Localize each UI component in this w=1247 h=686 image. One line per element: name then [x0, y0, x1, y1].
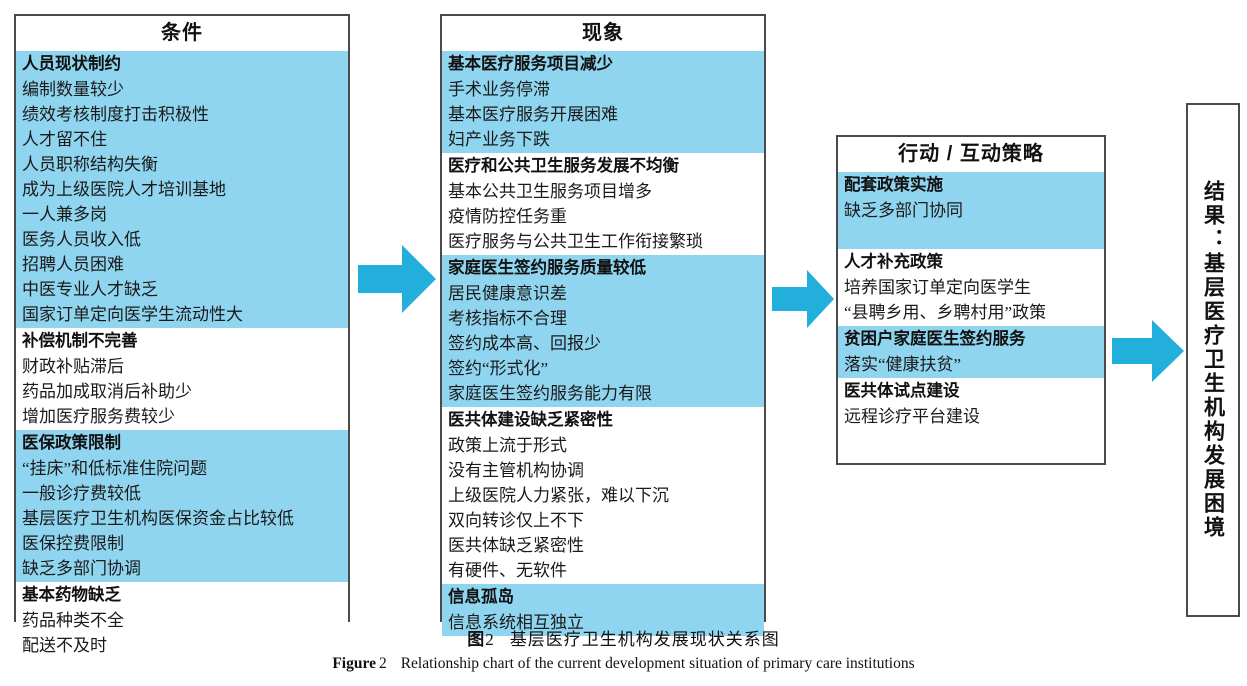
- group-item: 签约“形式化”: [448, 359, 549, 378]
- group-information-island: 信息孤岛 信息系统相互独立: [442, 584, 764, 636]
- group-heading: 医保政策限制: [22, 434, 121, 452]
- group-compensation-mechanism: 补偿机制不完善 财政补贴滞后 药品加成取消后补助少 增加医疗服务费较少: [16, 328, 348, 430]
- group-item: 人员职称结构失衡: [22, 155, 158, 174]
- group-item: 医务人员收入低: [22, 230, 141, 249]
- group-item: 绩效考核制度打击积极性: [22, 105, 209, 124]
- arrow-actions-to-result: [1112, 318, 1184, 384]
- group-item: 招聘人员困难: [22, 255, 124, 274]
- group-talent-supplement-policy: 人才补充政策 培养国家订单定向医学生 “县聘乡用、乡聘村用”政策: [838, 249, 1104, 326]
- group-heading: 医共体试点建设: [844, 382, 960, 400]
- group-heading: 医共体建设缺乏紧密性: [448, 411, 613, 429]
- group-item: 落实“健康扶贫”: [844, 355, 962, 374]
- group-item: 信息系统相互独立: [448, 613, 584, 632]
- group-item: 增加医疗服务费较少: [22, 407, 175, 426]
- group-heading: 贫困户家庭医生签约服务: [844, 330, 1026, 348]
- group-item: 双向转诊仅上不下: [448, 511, 584, 530]
- group-heading: 基本医疗服务项目减少: [448, 55, 613, 73]
- group-item: 成为上级医院人才培训基地: [22, 180, 226, 199]
- group-medical-consortium-lacks-cohesion: 医共体建设缺乏紧密性 政策上流于形式 没有主管机构协调 上级医院人力紧张，难以下…: [442, 407, 764, 584]
- group-heading: 配套政策实施: [844, 176, 943, 194]
- group-item: 家庭医生签约服务能力有限: [448, 384, 652, 403]
- column-title-actions: 行动 / 互动策略: [898, 143, 1044, 165]
- group-item: 上级医院人力紧张，难以下沉: [448, 486, 669, 505]
- group-supporting-policy-implementation: 配套政策实施 缺乏多部门协同: [838, 172, 1104, 249]
- group-item: 一人兼多岗: [22, 205, 107, 224]
- group-item: 财政补贴滞后: [22, 357, 124, 376]
- group-item: 编制数量较少: [22, 80, 124, 99]
- group-item: 医共体缺乏紧密性: [448, 536, 584, 555]
- caption-cn-text: 基层医疗卫生机构发展现状关系图: [509, 630, 780, 649]
- group-item: 没有主管机构协调: [448, 461, 584, 480]
- group-item: 疫情防控任务重: [448, 207, 567, 226]
- caption-cn-number: 2: [485, 630, 494, 649]
- group-item: 医疗服务与公共卫生工作衔接繁琐: [448, 232, 703, 251]
- group-item: “挂床”和低标准住院问题: [22, 459, 208, 478]
- group-family-doctor-service-quality: 家庭医生签约服务质量较低 居民健康意识差 考核指标不合理 签约成本高、回报少 签…: [442, 255, 764, 407]
- column-title-conditions: 条件: [161, 22, 203, 44]
- group-item: 配送不及时: [22, 636, 107, 655]
- group-unbalanced-development: 医疗和公共卫生服务发展不均衡 基本公共卫生服务项目增多 疫情防控任务重 医疗服务…: [442, 153, 764, 255]
- caption-chinese: 图2 基层医疗卫生机构发展现状关系图: [0, 625, 1247, 650]
- group-item: 签约成本高、回报少: [448, 334, 601, 353]
- right-arrow-icon: [1112, 320, 1184, 382]
- group-item: 医保控费限制: [22, 534, 124, 553]
- right-arrow-icon: [772, 270, 834, 328]
- group-item: 药品种类不全: [22, 611, 124, 630]
- result-text: 结果：基层医疗卫生机构发展困境: [1201, 180, 1225, 540]
- caption-en-label: Figure: [332, 655, 376, 672]
- arrow-conditions-to-phenomena: [358, 243, 436, 315]
- group-item: 手术业务停滞: [448, 80, 550, 99]
- group-heading: 人才补充政策: [844, 253, 943, 271]
- group-poor-household-family-doctor: 贫困户家庭医生签约服务 落实“健康扶贫”: [838, 326, 1104, 378]
- group-heading: 信息孤岛: [448, 588, 514, 606]
- group-heading: 补偿机制不完善: [22, 332, 138, 350]
- group-item: 一般诊疗费较低: [22, 484, 141, 503]
- group-item: 考核指标不合理: [448, 309, 567, 328]
- group-item: 基本公共卫生服务项目增多: [448, 182, 652, 201]
- group-heading: 基本药物缺乏: [22, 586, 121, 604]
- group-personnel-constraints: 人员现状制约 编制数量较少 绩效考核制度打击积极性 人才留不住 人员职称结构失衡…: [16, 51, 348, 328]
- group-item: 药品加成取消后补助少: [22, 382, 192, 401]
- column-phenomena: 现象 基本医疗服务项目减少 手术业务停滞 基本医疗服务开展困难 妇产业务下跌 医…: [440, 14, 766, 636]
- column-conditions: 条件 人员现状制约 编制数量较少 绩效考核制度打击积极性 人才留不住 人员职称结…: [14, 14, 350, 659]
- group-item: 培养国家订单定向医学生: [844, 278, 1031, 297]
- group-medical-consortium-pilot: 医共体试点建设 远程诊疗平台建设: [838, 378, 1104, 430]
- group-heading: 家庭医生签约服务质量较低: [448, 259, 646, 277]
- right-arrow-icon: [358, 245, 436, 313]
- column-result: 结果：基层医疗卫生机构发展困境: [1186, 103, 1240, 617]
- group-item: “县聘乡用、乡聘村用”政策: [844, 303, 1047, 322]
- group-item: 妇产业务下跌: [448, 130, 550, 149]
- group-item: 居民健康意识差: [448, 284, 567, 303]
- group-heading: 人员现状制约: [22, 55, 121, 73]
- group-item: 国家订单定向医学生流动性大: [22, 305, 243, 324]
- group-item: 缺乏多部门协调: [22, 559, 141, 578]
- group-item: 政策上流于形式: [448, 436, 567, 455]
- caption-cn-label: 图: [467, 630, 485, 649]
- group-item: 中医专业人才缺乏: [22, 280, 158, 299]
- group-item: 人才留不住: [22, 130, 107, 149]
- group-item: 基层医疗卫生机构医保资金占比较低: [22, 509, 294, 528]
- group-item: 缺乏多部门协同: [844, 201, 963, 220]
- caption-en-text: Relationship chart of the current develo…: [400, 655, 915, 672]
- group-heading: 医疗和公共卫生服务发展不均衡: [448, 157, 679, 175]
- arrow-phenomena-to-actions: [772, 268, 834, 330]
- group-item: 有硬件、无软件: [448, 561, 567, 580]
- column-title-phenomena: 现象: [582, 22, 624, 44]
- column-actions: 行动 / 互动策略 配套政策实施 缺乏多部门协同 人才补充政策 培养国家订单定向…: [836, 135, 1106, 465]
- caption-en-number: 2: [378, 655, 387, 672]
- group-item: 基本医疗服务开展困难: [448, 105, 618, 124]
- group-insurance-policy-limits: 医保政策限制 “挂床”和低标准住院问题 一般诊疗费较低 基层医疗卫生机构医保资金…: [16, 430, 348, 582]
- group-item: 远程诊疗平台建设: [844, 407, 980, 426]
- group-basic-medical-services-reduced: 基本医疗服务项目减少 手术业务停滞 基本医疗服务开展困难 妇产业务下跌: [442, 51, 764, 153]
- group-essential-drugs-shortage: 基本药物缺乏 药品种类不全 配送不及时: [16, 582, 348, 659]
- group-item-spacer: [844, 223, 1104, 248]
